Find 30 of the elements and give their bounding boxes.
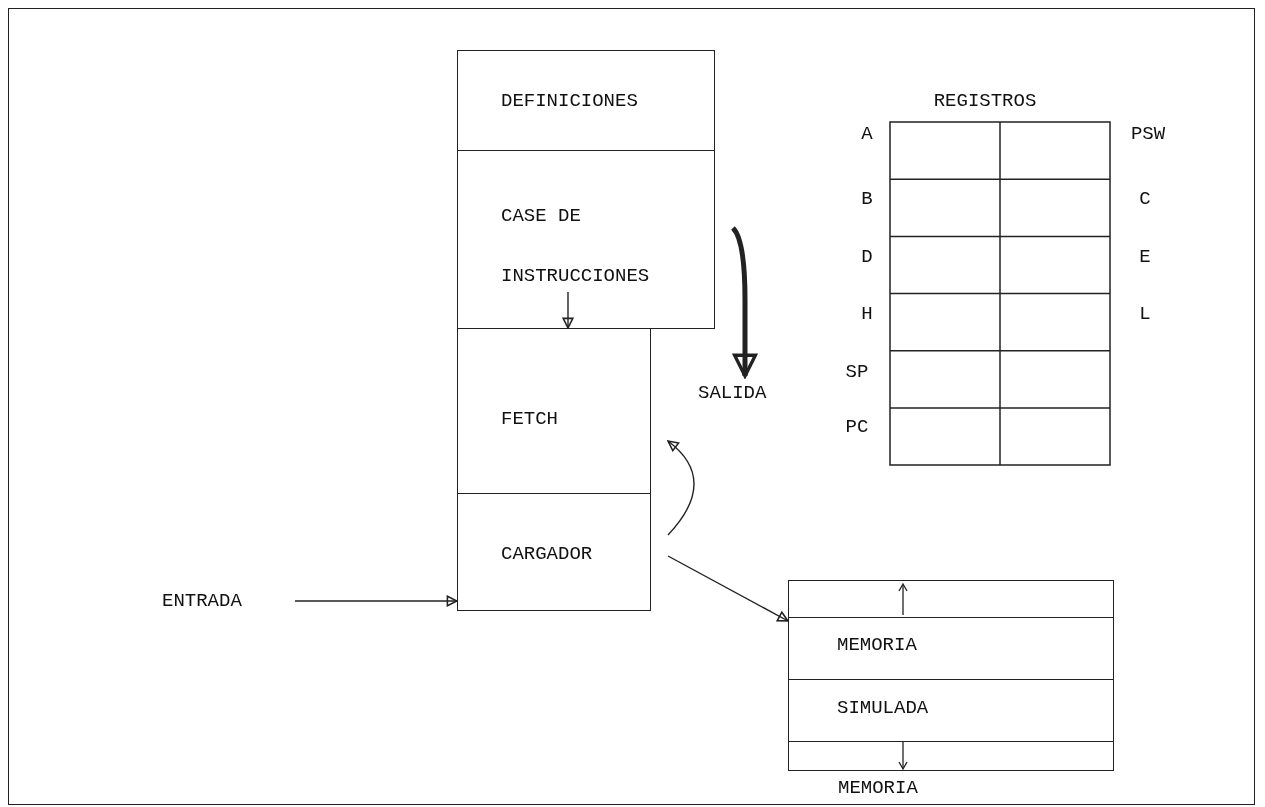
process-box	[457, 150, 715, 329]
table-title: REGISTROS	[933, 89, 1037, 113]
memory-block	[788, 580, 1114, 771]
arrow	[294, 595, 458, 607]
register-name: E	[1139, 245, 1151, 269]
register-name: PC	[845, 415, 869, 439]
arrow	[562, 291, 574, 329]
process-box	[457, 50, 715, 151]
box-label: SIMULADA	[837, 696, 929, 721]
box-label: CARGADOR	[501, 542, 593, 567]
register-name: PSW	[1130, 122, 1166, 146]
flow-label: ENTRADA	[162, 589, 242, 613]
arrow	[731, 226, 758, 378]
box-label: DEFINICIONES	[501, 89, 638, 114]
register-name: A	[861, 122, 873, 146]
box-label: MEMORIA	[837, 633, 917, 658]
arrow	[667, 555, 789, 622]
register-name: C	[1139, 187, 1151, 211]
arrow	[667, 440, 695, 536]
register-name: B	[861, 187, 873, 211]
flow-label: SALIDA	[698, 381, 767, 405]
process-box	[457, 493, 651, 611]
register-name: L	[1139, 302, 1151, 326]
box-label: FETCH	[501, 407, 558, 432]
register-name: SP	[845, 360, 869, 384]
register-name: H	[861, 302, 873, 326]
box-label: CASE DE INSTRUCCIONES	[501, 204, 651, 289]
process-box	[457, 328, 651, 494]
caption-label: MEMORIA	[838, 776, 918, 800]
register-name: D	[861, 245, 873, 269]
